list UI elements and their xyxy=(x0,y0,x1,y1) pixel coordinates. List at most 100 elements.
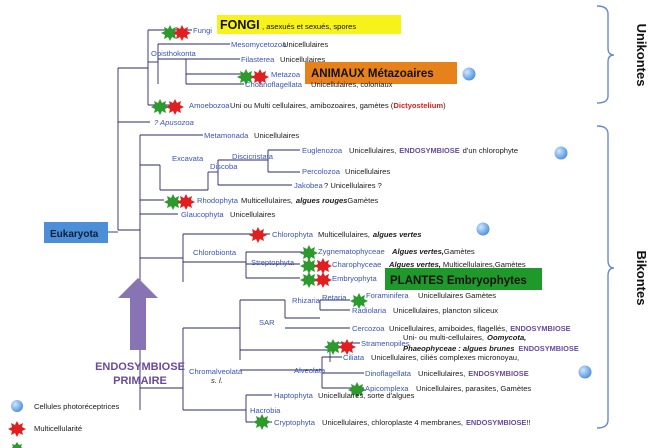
legend: Cellules photoréceptrices Multicellulari… xyxy=(8,400,119,448)
amoebozoa-text: Uni ou Multi cellulaires, amibozoaires, … xyxy=(230,101,446,110)
cercozoa-label: Cercozoa xyxy=(352,324,385,333)
apicomplexa-label: Apicomplexa xyxy=(365,384,409,393)
streptophyta-label: Streptophyta xyxy=(251,258,295,267)
star-icon xyxy=(300,258,318,274)
opisthokonta-label: Opisthokonta xyxy=(151,49,197,58)
metamonada-text: Unicellulaires xyxy=(254,131,299,140)
photoreceptor-dot-icon xyxy=(578,365,592,379)
endosymbiose-arrow xyxy=(118,278,158,350)
star-icon xyxy=(348,382,366,398)
star-icon xyxy=(164,194,182,210)
ciliata-label: Ciliata xyxy=(343,353,365,362)
radiolaria-text: Unicellulaires, plancton siliceux xyxy=(393,306,498,315)
mesomycetozoa-text: Unicellulaires xyxy=(283,40,328,49)
chromalveolata-sl: s. l. xyxy=(211,376,223,385)
haptophyta-label: Haptophyta xyxy=(274,391,314,400)
star-icon xyxy=(166,99,184,115)
unikontes-brace xyxy=(596,5,615,104)
endosymbiose-line1: ENDOSYMBIOSE xyxy=(95,361,185,373)
eukaryota-label: Eukaryota xyxy=(50,229,99,240)
eukaryota-box xyxy=(44,222,108,243)
foraminifera-label: Foraminifera xyxy=(366,291,409,300)
chlorophyta-text: Multicellulaires,algues vertes xyxy=(318,230,421,239)
animaux-box xyxy=(305,62,457,84)
ciliata-text: Unicellulaires, ciliés complexes microno… xyxy=(371,353,519,362)
animaux-title: ANIMAUX Métazoaires xyxy=(311,68,434,80)
hacrobia-label: Hacrobia xyxy=(250,406,281,415)
amoebozoa-label: Amoebozoa xyxy=(189,101,230,110)
rhodophyta-text: Multicellulaires,algues rougesGamètes xyxy=(241,196,378,205)
jakobea-label: Jakobea xyxy=(294,181,323,190)
rhizaria-label: Rhizaria xyxy=(292,296,321,305)
star-icon xyxy=(300,272,318,288)
legend-multi-label: Multicellularité xyxy=(34,424,82,433)
legend-photo-label: Cellules photoréceptrices xyxy=(34,402,119,411)
filasterea-label: Filasterea xyxy=(241,55,275,64)
glaucophyta-label: Glaucophyta xyxy=(181,210,224,219)
endosymbiose-line2: PRIMAIRE xyxy=(113,375,167,387)
charophyceae-label: Charophyceae xyxy=(332,260,381,269)
dinoflagellata-label: Dinoflagellata xyxy=(365,369,412,378)
cryptophyta-text: Unicellulaires, chloroplaste 4 membranes… xyxy=(322,418,531,427)
taxon-labels: Fungi FONGI , asexués et sexués, spores … xyxy=(50,18,579,427)
fongi-box xyxy=(217,15,401,34)
cryptophyta-label: Cryptophyta xyxy=(274,418,316,427)
alveolata-label: Alveolata xyxy=(294,366,326,375)
fongi-text: , asexués et sexués, spores xyxy=(262,22,356,31)
photoreceptor-dot-icon xyxy=(462,67,476,81)
dinoflagellata-text: Unicellulaires,ENDOSYMBIOSE xyxy=(418,369,529,378)
star-icon xyxy=(177,194,195,210)
star-icon xyxy=(237,69,255,85)
plantes-box xyxy=(385,268,542,290)
filasterea-text: Unicellulaires xyxy=(280,55,325,64)
star-icon xyxy=(350,293,368,309)
euglenozoa-label: Euglenozoa xyxy=(302,146,343,155)
zygnematophyceae-label: Zygnematophyceae xyxy=(318,247,385,256)
bikontes-brace xyxy=(596,125,615,429)
tree-branches xyxy=(108,29,364,423)
sar-label: SAR xyxy=(259,318,275,327)
rhodophyta-label: Rhodophyta xyxy=(197,196,239,205)
cercozoa-text: Unicellulaires, amiboides, flagellés,END… xyxy=(389,324,571,333)
discoba-label: Discoba xyxy=(210,162,238,171)
apusozoa-label: ? Apusozoa xyxy=(154,118,194,127)
star-icon xyxy=(338,339,356,355)
star-icon xyxy=(8,421,26,437)
plantes-title: PLANTES Embryophytes xyxy=(390,275,527,287)
star-icon xyxy=(314,258,332,274)
star-icon xyxy=(253,414,271,430)
discicristata-label: Discicristata xyxy=(232,152,274,161)
unikontes-label: Unikontes xyxy=(634,24,649,87)
star-icon xyxy=(173,25,191,41)
choanoflagellata-label: Choanoflagellata xyxy=(245,80,303,89)
chlorophyta-label: Chlorophyta xyxy=(272,230,314,239)
mesomycetozoa-label: Mesomycetozoa xyxy=(231,40,287,49)
percolozoa-text: Unicellulaires xyxy=(345,167,390,176)
photoreceptor-dot-icon xyxy=(554,146,568,160)
foraminifera-text: Unicellulaires Gamètes xyxy=(418,291,496,300)
star-icon xyxy=(251,69,269,85)
star-icon xyxy=(151,99,169,115)
metazoa-label: Metazoa xyxy=(271,70,301,79)
retaria-label: Retaria xyxy=(322,293,347,302)
choanoflagellata-text: Unicellulaires, coloniaux xyxy=(311,80,393,89)
jakobea-text: ? Unicellulaires ? xyxy=(324,181,382,190)
metamonada-label: Metamonada xyxy=(204,131,249,140)
photoreceptor-dot-icon xyxy=(476,222,490,236)
zygnematophyceae-text: Algues vertes,Gamètes xyxy=(391,247,475,256)
star-icon xyxy=(249,227,267,243)
star-icon xyxy=(161,25,179,41)
bikontes-label: Bikontes xyxy=(634,251,649,306)
chlorobionta-label: Chlorobionta xyxy=(193,248,237,257)
star-icon xyxy=(324,339,342,355)
markers xyxy=(151,25,592,430)
chromalveolata-label: Chromalveolata xyxy=(189,367,243,376)
fungi-label: Fungi xyxy=(193,26,212,35)
apicomplexa-text: Unicellulaires, parasites, Gamètes xyxy=(416,384,531,393)
excavata-label: Excavata xyxy=(172,154,204,163)
embryophyta-label: Embryophyta xyxy=(332,274,378,283)
fongi-title: FONGI xyxy=(220,18,260,32)
